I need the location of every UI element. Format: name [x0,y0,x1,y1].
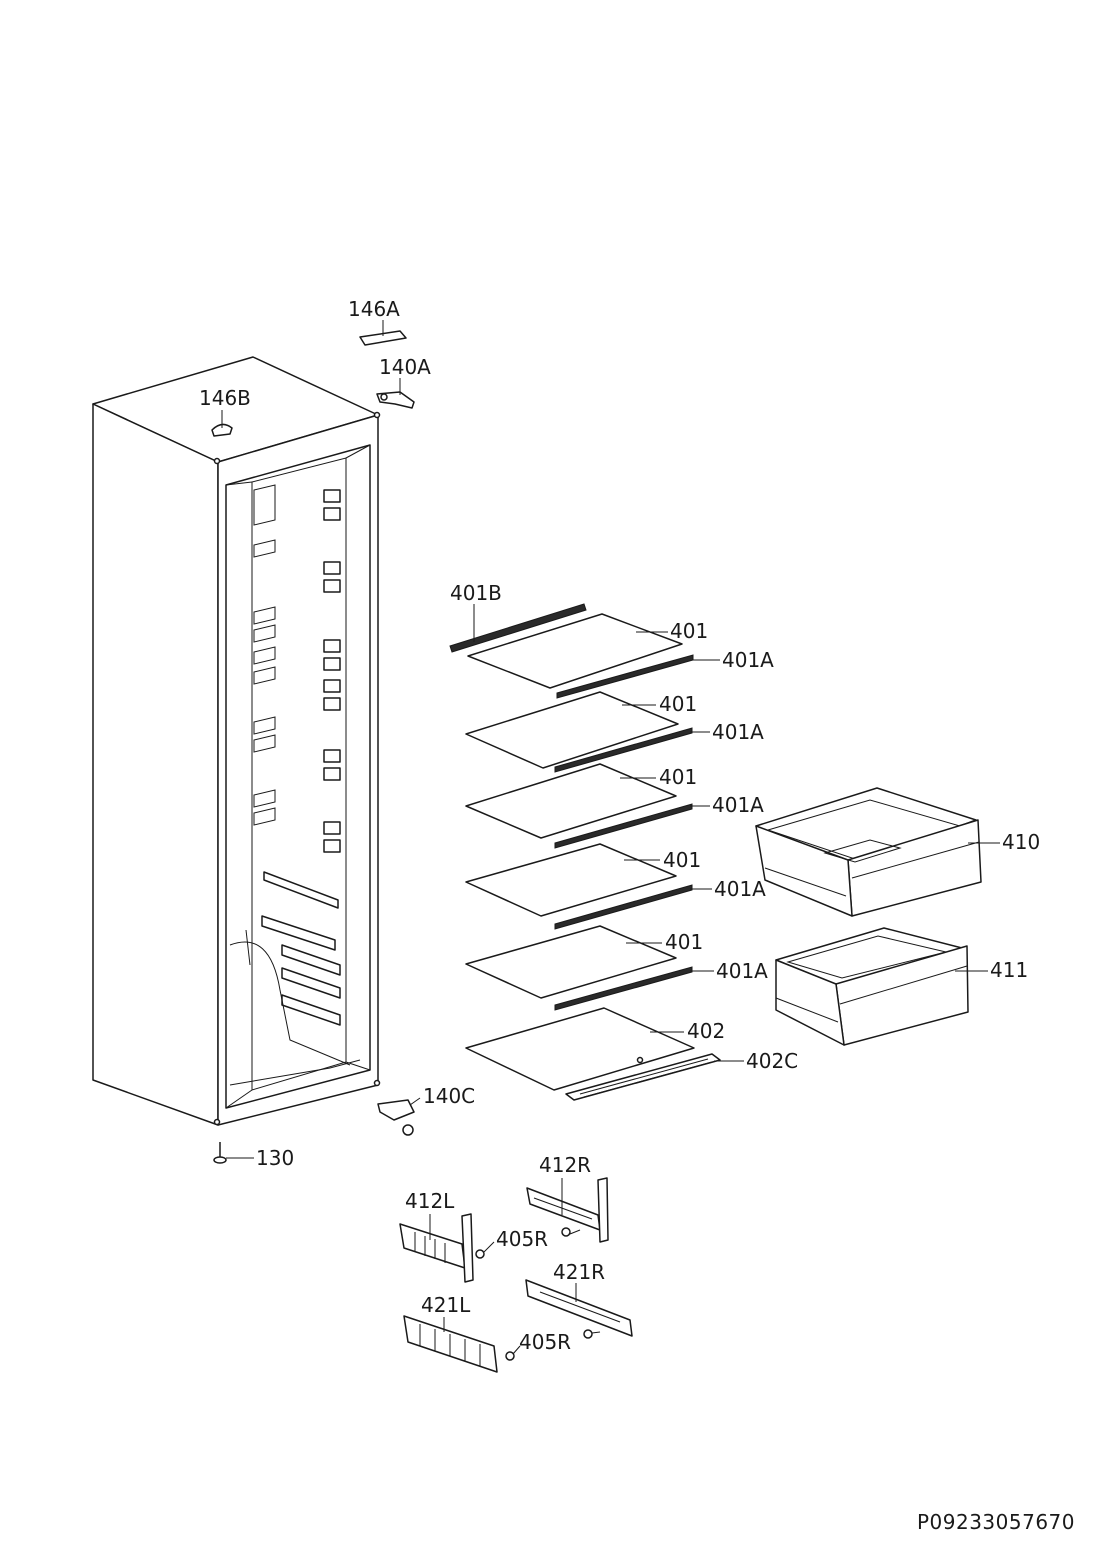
part-140A-top-hinge [376,391,415,409]
drawer-410 [755,787,982,917]
shelf-1 [449,603,694,699]
label-402: 402 [687,1019,725,1043]
label-401-1: 401 [670,619,708,643]
shelf-402 [465,1007,721,1101]
part-421L-rail [403,1315,515,1373]
part-412L-rail [399,1213,485,1283]
shelf-4 [465,843,693,930]
right-wall-supports [323,489,341,853]
label-401-2: 401 [659,692,697,716]
label-401-4: 401 [663,848,701,872]
shelf-2 [465,691,693,773]
label-130: 130 [256,1146,294,1170]
left-wall-ribs [253,484,276,826]
part-140C-bottom-hinge [377,1099,415,1136]
label-401A-3: 401A [712,793,764,817]
part-412R-rail [526,1177,609,1243]
part-146B-cover [211,423,233,437]
leader-lines [221,320,1000,1355]
document-number: P09233057670 [916,1510,1075,1534]
shelf-3 [465,763,693,849]
inner-rails [261,871,341,1026]
cabinet [92,356,381,1126]
part-130-foot [213,1142,227,1164]
label-401A-2: 401A [712,720,764,744]
label-410: 410 [1002,830,1040,854]
label-401-5: 401 [665,930,703,954]
label-146B: 146B [199,386,251,410]
label-140A: 140A [379,355,431,379]
part-146A-hinge-cover [359,330,407,346]
label-421R: 421R [553,1260,605,1284]
label-421L: 421L [421,1293,471,1317]
label-401-3: 401 [659,765,697,789]
label-412L: 412L [405,1189,455,1213]
part-labels: 146A 140A 146B 401B 401 401A 401 401A 40… [199,297,1040,1354]
label-401A-5: 401A [716,959,768,983]
label-401A-4: 401A [714,877,766,901]
label-140C: 140C [423,1084,475,1108]
drawer-411 [775,927,969,1046]
label-401B: 401B [450,581,502,605]
label-402C: 402C [746,1049,798,1073]
label-405R-1: 405R [496,1227,548,1251]
label-412R: 412R [539,1153,591,1177]
part-421R-rail [525,1279,633,1339]
label-146A: 146A [348,297,400,321]
label-405R-2: 405R [519,1330,571,1354]
label-411: 411 [990,958,1028,982]
shelf-5 [465,925,693,1011]
label-401A-1: 401A [722,648,774,672]
